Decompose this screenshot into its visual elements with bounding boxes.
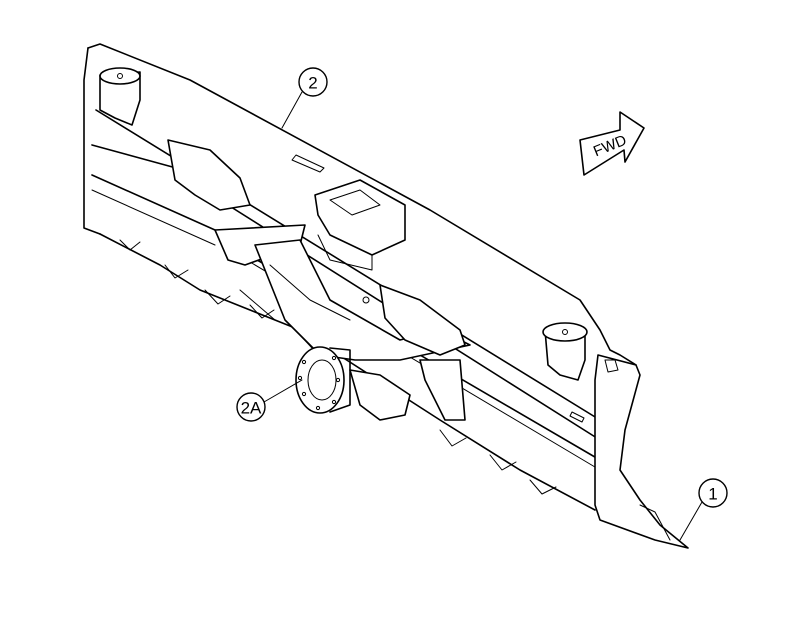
callout-2a-circle [236,392,266,422]
right-hinge-hole [562,329,568,335]
callout-2-label: 2 [308,74,317,93]
callout-2a-leader [263,379,303,403]
small-plate-2 [569,411,585,423]
callout-1-label: 1 [708,485,717,504]
callout-2-leader [281,91,303,129]
small-plate-1 [291,154,325,173]
push-arm-right [379,284,466,356]
fwd-arrow-shape [579,111,645,176]
callout-2: 2 [281,67,328,129]
right-end-bit-detail [604,359,671,541]
trunnion-ring [295,346,351,414]
fwd-direction-arrow: FWD [579,111,645,176]
left-hinge-pin [99,67,141,85]
callout-1-circle [698,478,728,508]
callout-2a-label: 2A [241,399,262,418]
center-mount-block [314,179,406,256]
left-hinge-hole [117,73,123,79]
lower-mount-block [349,369,411,421]
callout-2-circle [298,67,328,97]
callout-1: 1 [679,478,728,541]
blade-top-edge [87,43,637,366]
right-hinge-pin [542,322,588,342]
push-arm-beam [254,239,471,361]
right-end-bit [594,354,689,549]
blade-left-edge [83,47,101,235]
left-hinge-bracket [99,71,141,126]
bolt [362,296,370,304]
blade-assembly [83,43,689,549]
callout-2a: 2A [236,379,303,422]
push-arm-web [239,264,351,321]
callout-1-leader [679,501,703,541]
center-top-bracket [167,139,251,211]
right-lower-gusset [419,359,466,421]
center-mount-detail [317,189,381,271]
